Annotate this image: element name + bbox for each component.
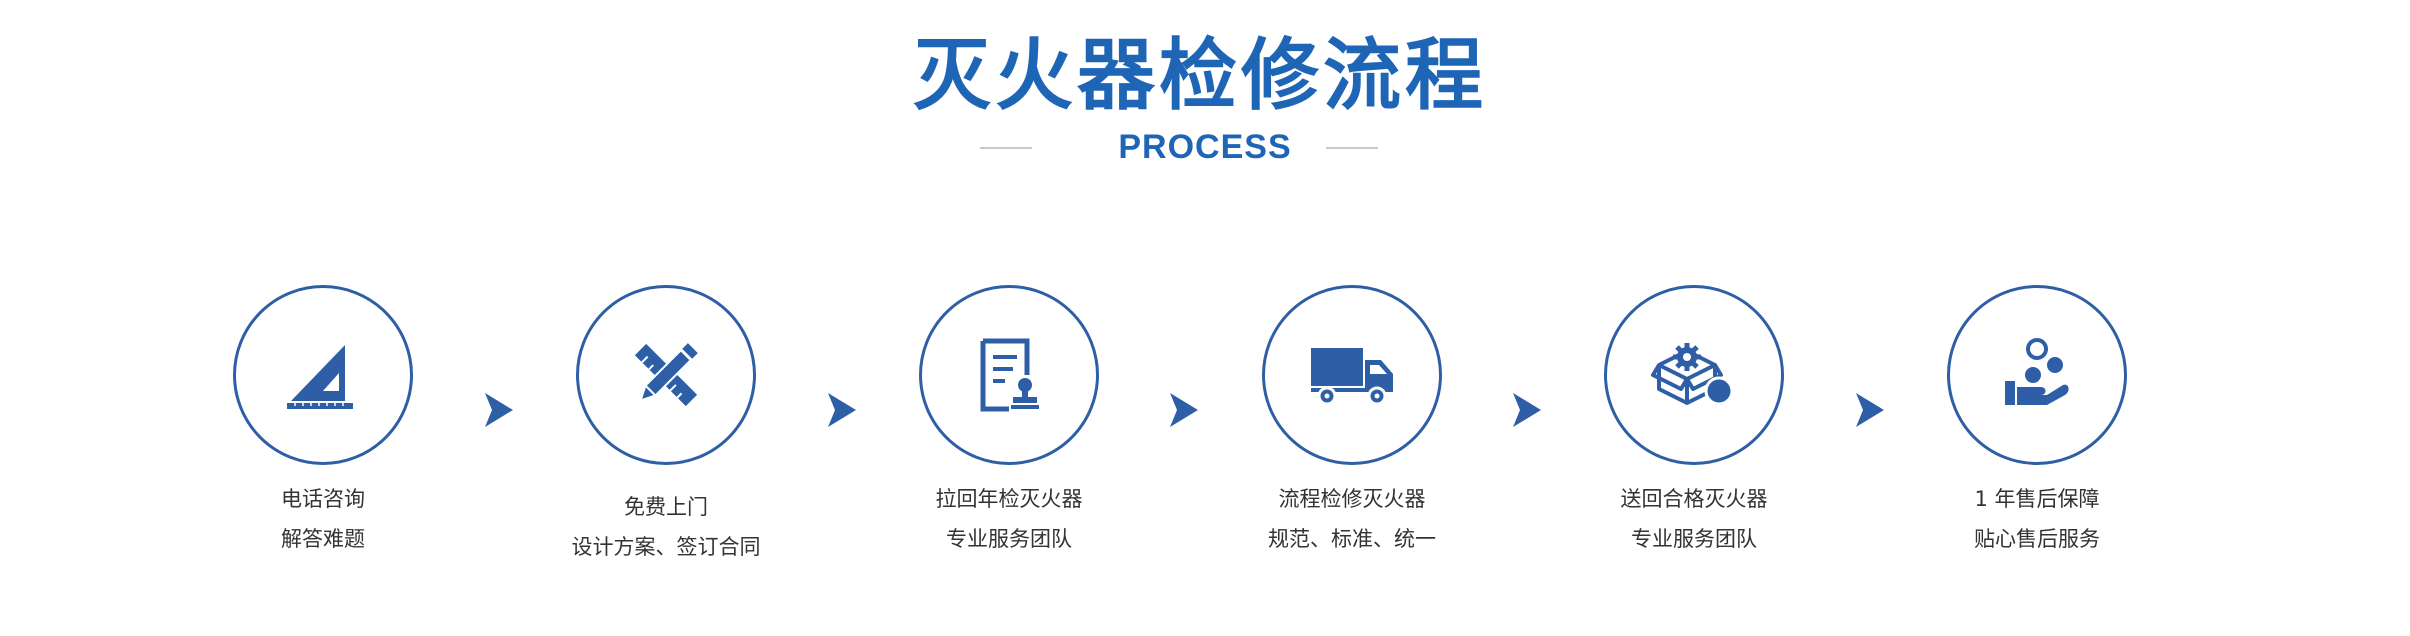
step-label-line1: 免费上门 — [624, 495, 708, 519]
page-subtitle: PROCESS — [1118, 128, 1292, 166]
step-label-line2: 专业服务团队 — [1631, 527, 1757, 551]
document-stamp-icon — [980, 338, 1039, 412]
step-label: 送回合格灭火器 专业服务团队 — [1524, 479, 1864, 559]
subtitle-block: PROCESS — [950, 122, 1460, 172]
hand-coins-icon — [2005, 338, 2069, 405]
truck-icon — [1311, 348, 1393, 406]
step-circle — [233, 285, 413, 465]
chevron-right-icon — [485, 393, 513, 427]
chevron-right-icon — [1513, 393, 1541, 427]
chevron-right-icon — [1170, 393, 1198, 427]
chevron-right-icon — [828, 393, 856, 427]
step-label-line2: 贴心售后服务 — [1974, 527, 2100, 551]
step-label-line1: 电话咨询 — [281, 487, 365, 511]
step-label: 流程检修灭火器 规范、标准、统一 — [1182, 479, 1522, 559]
package-gear-icon — [1651, 343, 1734, 406]
step-label-line2: 规范、标准、统一 — [1268, 527, 1436, 551]
step-circle — [1604, 285, 1784, 465]
step-circle — [1262, 285, 1442, 465]
pencil-ruler-icon — [634, 343, 698, 407]
step-label: 电话咨询 解答难题 — [153, 479, 493, 559]
step-label-line2: 专业服务团队 — [946, 527, 1072, 551]
step-label: 拉回年检灭火器 专业服务团队 — [839, 479, 1179, 559]
triangle-ruler-icon — [287, 345, 353, 409]
page-title: 灭火器检修流程 — [912, 31, 1487, 121]
step-label-line1: 1 年售后保障 — [1974, 487, 2100, 511]
step-label-line2: 解答难题 — [281, 527, 365, 551]
step-label-line1: 流程检修灭火器 — [1278, 487, 1426, 511]
step-label-line1: 送回合格灭火器 — [1620, 487, 1768, 511]
step-circle — [576, 285, 756, 465]
chevron-right-icon — [1856, 393, 1884, 427]
step-label: 1 年售后保障 贴心售后服务 — [1867, 479, 2207, 559]
subtitle-divider-left — [980, 147, 1032, 149]
subtitle-divider-right — [1326, 147, 1378, 149]
step-label-line1: 拉回年检灭火器 — [935, 487, 1083, 511]
step-circle — [919, 285, 1099, 465]
step-label: 免费上门 设计方案、签订合同 — [496, 487, 836, 567]
step-circle — [1947, 285, 2127, 465]
step-label-line2: 设计方案、签订合同 — [571, 535, 761, 559]
